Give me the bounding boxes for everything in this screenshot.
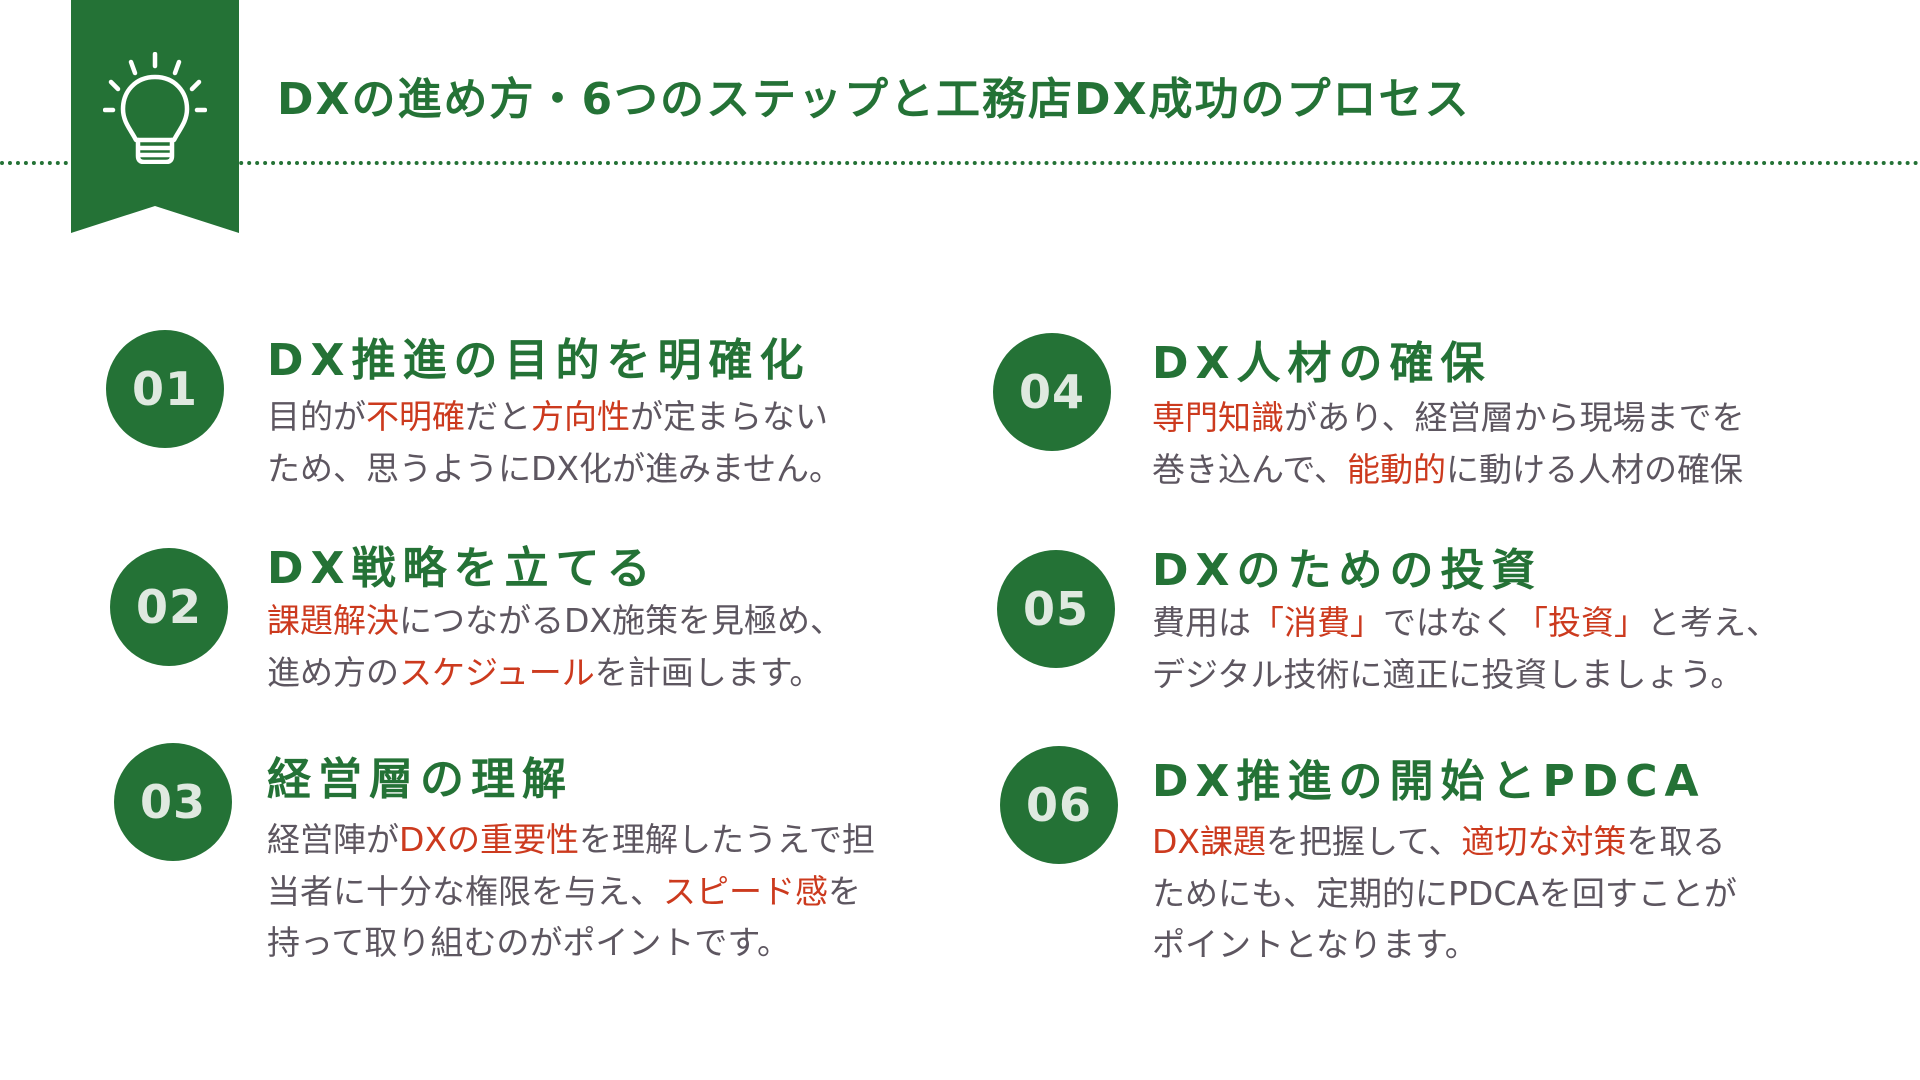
description-text: を [828,871,861,911]
highlighted-text: 不明確 [366,397,465,436]
step-number-badge: 01 [106,330,224,448]
step-number-badge: 05 [997,550,1115,668]
highlighted-text: 「消費」 [1251,603,1383,642]
description-text: ポイントとなります。 [1152,925,1478,964]
description-text: が定まらない [630,397,828,436]
dotted-divider [0,161,1920,165]
step-description: 経営陣がDXの重要性を理解したうえで担当者に十分な権限を与え、スピード感を持って… [267,814,875,969]
highlighted-text: 課題解決 [267,601,399,640]
description-text: に動ける人材の確保 [1446,449,1744,489]
description-text: 経営陣が [267,820,399,859]
description-line: 課題解決につながるDX施策を見極め、 [267,595,843,647]
highlighted-text: DX課題 [1152,822,1267,861]
description-line: 費用は「消費」ではなく「投資」と考え、 [1152,597,1779,649]
highlighted-text: 「投資」 [1515,603,1647,642]
lightbulb-icon [103,52,207,164]
highlighted-text: スケジュール [399,652,595,692]
description-text: 費用は [1152,603,1251,642]
description-line: 経営陣がDXの重要性を理解したうえで担 [267,814,875,866]
description-text: 持って取り組むのがポイントです。 [267,923,791,962]
description-text: を把握して、 [1266,822,1462,861]
description-text: 目的が [267,397,366,436]
description-text: があり、経営層から現場までを [1284,398,1745,437]
description-line: ため、思うようにDX化が進みません。 [267,443,842,495]
description-line: ポイントとなります。 [1152,919,1737,971]
description-text: 当者に十分な権限を与え、 [267,871,663,911]
description-text: を理解したうえで担 [579,820,876,859]
description-text: を計画します。 [594,652,823,692]
step-heading: DX戦略を立てる [267,543,658,594]
highlighted-text: 方向性 [531,397,630,436]
step-number-badge: 04 [993,333,1111,451]
step-heading: DX推進の開始とPDCA [1152,756,1706,807]
step-description: 費用は「消費」ではなく「投資」と考え、デジタル技術に適正に投資しましょう。 [1152,597,1779,700]
step-description: DX課題を把握して、適切な対策を取るためにも、定期的にPDCAを回すことがポイン… [1152,816,1737,971]
description-line: 当者に十分な権限を与え、スピード感を [267,866,875,918]
highlighted-text: スピード感 [663,871,828,911]
step-description: 専門知識があり、経営層から現場までを巻き込んで、能動的に動ける人材の確保 [1152,392,1745,495]
step-number-badge: 06 [1000,746,1118,864]
step-number-badge: 03 [114,743,232,861]
description-text: と考え、 [1647,603,1779,642]
step-heading: DX人材の確保 [1152,338,1492,389]
highlighted-text: 専門知識 [1152,398,1284,437]
description-line: 持って取り組むのがポイントです。 [267,917,875,969]
highlighted-text: 能動的 [1347,449,1447,489]
description-line: 巻き込んで、能動的に動ける人材の確保 [1152,444,1745,496]
description-line: DX課題を把握して、適切な対策を取る [1152,816,1737,868]
description-text: 進め方の [267,652,399,692]
description-line: 進め方のスケジュールを計画します。 [267,647,843,699]
header-ribbon [71,0,239,233]
description-text: ではなく [1383,603,1515,642]
step-heading: 経営層の理解 [267,754,573,805]
step-description: 課題解決につながるDX施策を見極め、進め方のスケジュールを計画します。 [267,595,843,698]
step-heading: DXのための投資 [1152,545,1543,596]
description-text: を取る [1626,822,1726,861]
step-number-badge: 02 [110,548,228,666]
highlighted-text: DXの重要性 [399,820,580,859]
highlighted-text: 適切な対策 [1461,822,1627,861]
description-line: デジタル技術に適正に投資しましょう。 [1152,649,1779,701]
description-line: 専門知識があり、経営層から現場までを [1152,392,1745,444]
step-heading: DX推進の目的を明確化 [267,335,811,386]
description-text: ため、思うようにDX化が進みません。 [267,448,843,488]
description-text: デジタル技術に適正に投資しましょう。 [1152,654,1744,694]
description-text: につながるDX施策を見極め、 [399,601,844,640]
page-title: DXの進め方・6つのステップと工務店DX成功のプロセス [277,74,1471,125]
description-text: ためにも、定期的にPDCAを回すことが [1152,873,1737,913]
description-line: ためにも、定期的にPDCAを回すことが [1152,868,1737,920]
step-description: 目的が不明確だと方向性が定まらないため、思うようにDX化が進みません。 [267,391,842,494]
description-text: だと [465,397,531,436]
description-text: 巻き込んで、 [1152,449,1348,489]
description-line: 目的が不明確だと方向性が定まらない [267,391,842,443]
